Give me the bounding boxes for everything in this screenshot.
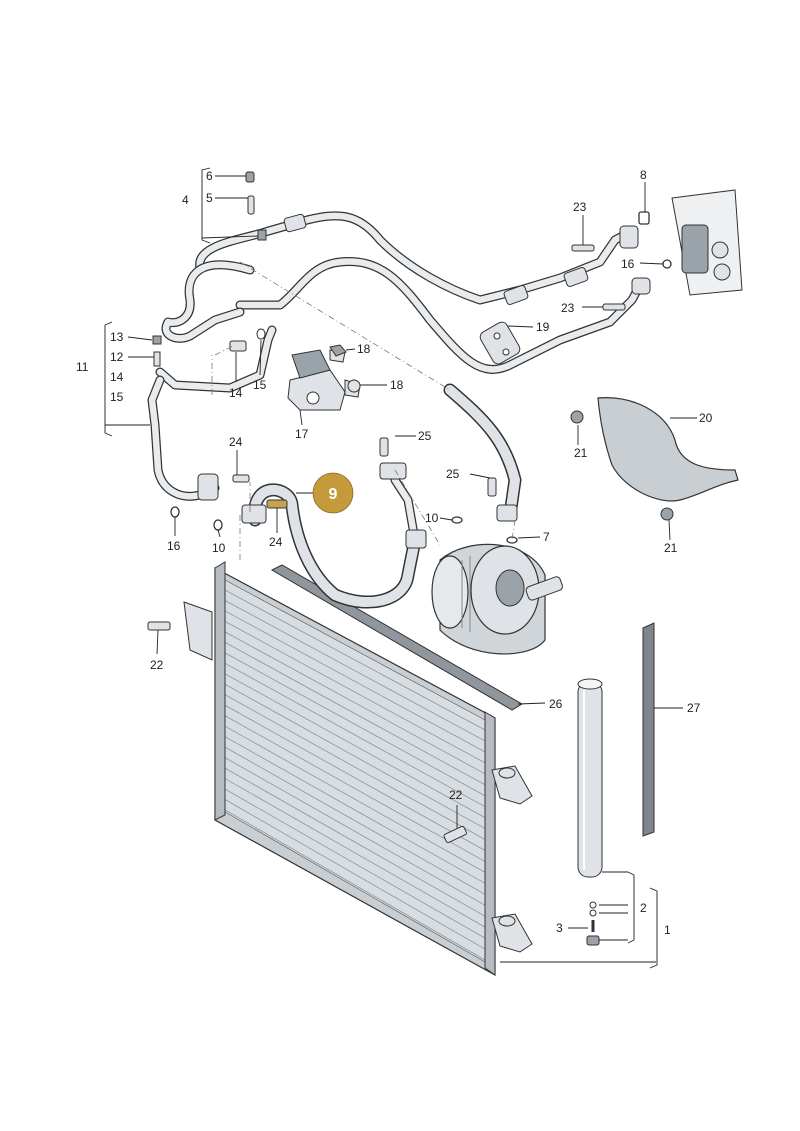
label-1: 1: [664, 923, 671, 937]
small-parts: [147, 171, 674, 844]
label-22-left: 22: [150, 658, 164, 672]
label-24-lower: 24: [269, 535, 283, 549]
condenser-fins: [224, 589, 486, 961]
label-25-lower: 25: [446, 467, 460, 481]
label-18-upper: 18: [357, 342, 371, 356]
nut-21-lower: [660, 507, 674, 521]
label-25-upper: 25: [418, 429, 432, 443]
cap: [245, 171, 255, 183]
label-23-upper: 23: [573, 200, 587, 214]
alignment-lines: [211, 261, 516, 560]
bolt-23-upper: [571, 244, 595, 252]
label-6: 6: [206, 169, 213, 183]
valve-core-12: [153, 351, 161, 367]
seal-ring-8: [638, 211, 650, 225]
o-ring-15: [256, 328, 266, 340]
bolt-24-highlight: [266, 499, 288, 509]
label-14: 14: [229, 386, 243, 400]
label-8: 8: [640, 168, 647, 182]
bolt-25-upper: [379, 437, 389, 457]
label-19: 19: [536, 320, 550, 334]
label-15-bracket: 15: [110, 390, 124, 404]
label-7: 7: [543, 530, 550, 544]
ac-pipes: [147, 211, 651, 501]
label-20: 20: [699, 411, 713, 425]
dryer-cartridge: [577, 678, 603, 946]
label-13: 13: [110, 330, 124, 344]
bolt-22-left: [147, 621, 171, 631]
bolt-23-lower: [602, 303, 626, 311]
rubber-hose-upper: [443, 383, 522, 522]
label-21-upper: 21: [574, 446, 588, 460]
bolt-24-left: [232, 474, 250, 483]
label-2: 2: [640, 901, 647, 915]
label-3: 3: [556, 921, 563, 935]
condenser: [183, 561, 533, 977]
callout-labels: 6 5 4 8 23 16 23 19 13 12 11 14 15 14 15…: [76, 168, 713, 937]
label-5: 5: [206, 191, 213, 205]
fitting-14: [229, 340, 247, 352]
label-26: 26: [549, 697, 563, 711]
condenser-bracket-left: [183, 601, 213, 661]
nut-18-upper: [329, 344, 347, 357]
label-16-right: 16: [621, 257, 635, 271]
label-24-upper: 24: [229, 435, 243, 449]
label-21-lower: 21: [664, 541, 678, 555]
label-10-right: 10: [425, 511, 439, 525]
label-10-left: 10: [212, 541, 226, 555]
o-ring-16-left: [170, 506, 180, 518]
nut-18-lower: [347, 379, 361, 393]
highlight-badge-circle[interactable]: [312, 472, 354, 514]
vertical-seal-strip: [642, 622, 655, 837]
label-14-bracket: 14: [110, 370, 124, 384]
evaporator-connector: [671, 189, 743, 296]
o-ring-16-right: [662, 259, 672, 269]
cap-13: [152, 335, 162, 345]
label-12: 12: [110, 350, 124, 364]
highlight-badge[interactable]: 9: [312, 472, 354, 514]
bolt-25-lower: [487, 477, 497, 497]
label-27: 27: [687, 701, 701, 715]
o-ring-7: [506, 536, 518, 544]
highlight-badge-label: 9: [329, 486, 338, 503]
compressor: [431, 543, 563, 655]
label-23-lower: 23: [561, 301, 575, 315]
highlighted-ac-hose: [241, 462, 427, 609]
leader-lines: [104, 167, 697, 969]
protective-cover: [597, 397, 739, 502]
bolt-22-right: [443, 825, 467, 844]
label-18-lower: 18: [390, 378, 404, 392]
label-11: 11: [76, 360, 89, 374]
nut-21-upper: [570, 410, 584, 424]
label-16-left: 16: [167, 539, 181, 553]
label-4: 4: [182, 193, 189, 207]
label-17: 17: [295, 427, 309, 441]
label-15: 15: [253, 378, 267, 392]
valve-block: [287, 349, 361, 411]
valve-core: [247, 195, 255, 215]
o-ring-10-right: [451, 516, 463, 524]
label-22-right: 22: [449, 788, 463, 802]
o-ring-10-left: [213, 519, 223, 531]
